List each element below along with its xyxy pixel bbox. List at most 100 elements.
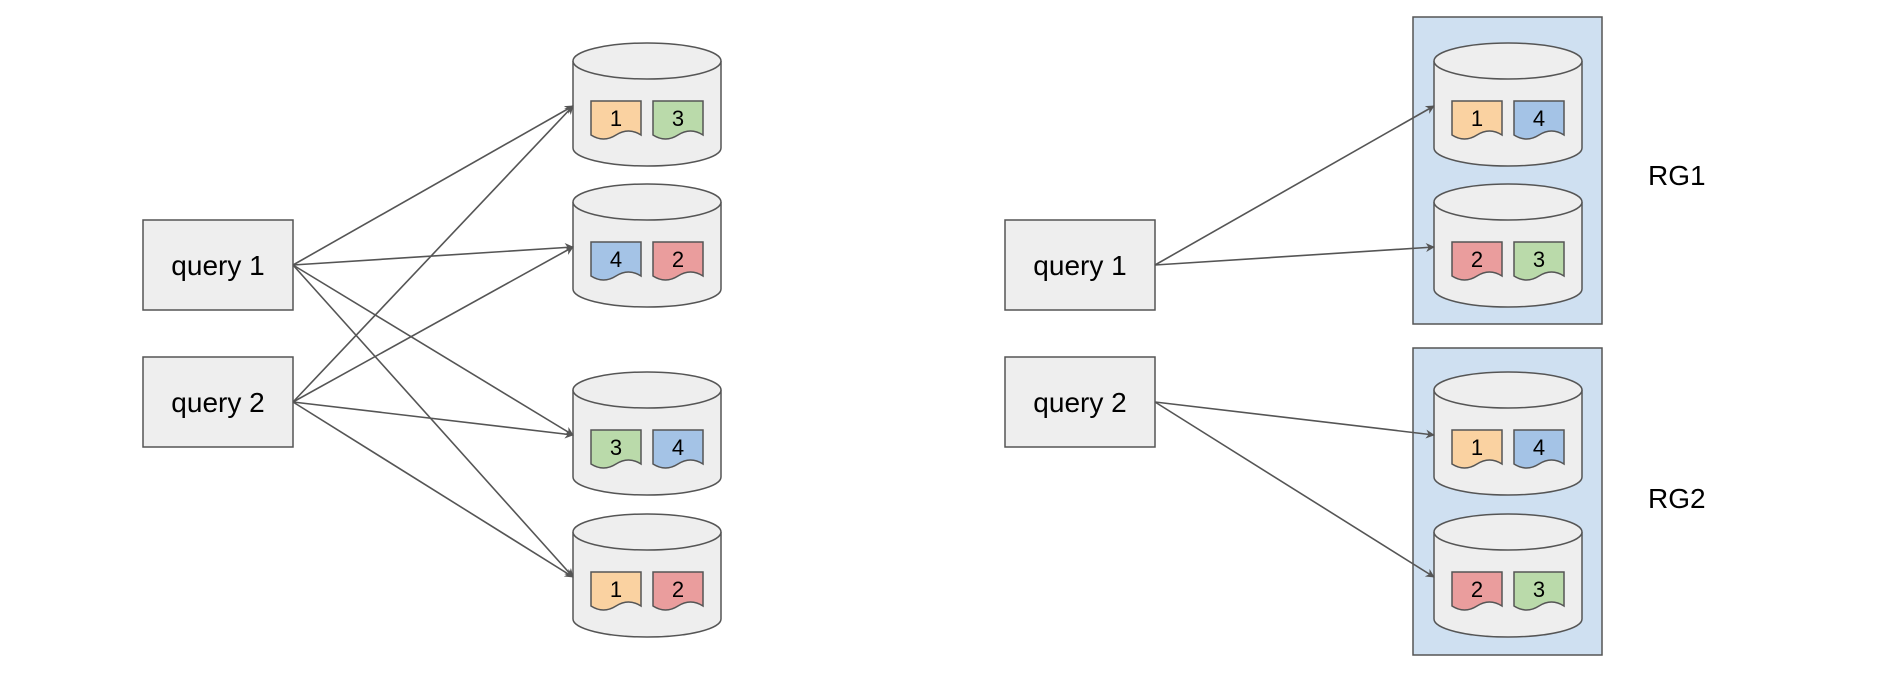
shard-label: 3 xyxy=(1533,577,1545,602)
left-edge-q2-n4 xyxy=(292,401,574,578)
right-rg1-database-node-2 xyxy=(1433,183,1583,308)
shard-shape xyxy=(1513,429,1565,469)
database-body xyxy=(1433,532,1583,638)
database-nodes-layer: 1 3 4 2 3 4 1 2 1 4 2 3 1 4 2 3 xyxy=(572,42,1583,638)
shard-label: 4 xyxy=(672,435,684,460)
database-top xyxy=(1433,42,1583,80)
query-box xyxy=(1004,356,1156,448)
database-body xyxy=(572,390,722,496)
query-box xyxy=(142,219,294,311)
shard-label: 4 xyxy=(1533,435,1545,460)
queries-layer: query 1 query 2 query 1 query 2 xyxy=(142,219,1156,448)
shard-shape xyxy=(590,100,642,140)
shard-shape xyxy=(652,241,704,281)
database-top xyxy=(572,371,722,409)
shard-document-1: 1 xyxy=(1451,100,1503,140)
database-body xyxy=(572,61,722,167)
shard-document-4: 4 xyxy=(590,241,642,281)
replica-group-label: RG2 xyxy=(1648,483,1706,514)
shard-shape xyxy=(590,429,642,469)
database-body xyxy=(1433,390,1583,496)
right-rg2-database-node-1 xyxy=(1433,371,1583,496)
shard-label: 3 xyxy=(610,435,622,460)
shard-document-3: 3 xyxy=(1513,241,1565,281)
query-label: query 1 xyxy=(1033,250,1126,281)
shard-document-4: 4 xyxy=(1513,429,1565,469)
shard-label: 1 xyxy=(610,577,622,602)
shard-shape xyxy=(652,100,704,140)
shard-document-4: 4 xyxy=(1513,100,1565,140)
left-edge-q2-n1 xyxy=(292,105,574,403)
shard-shape xyxy=(1513,241,1565,281)
database-top xyxy=(572,183,722,221)
database-top xyxy=(1433,513,1583,551)
right-edge-q1-rg1-n1 xyxy=(1154,105,1435,266)
shard-label: 2 xyxy=(1471,577,1483,602)
shard-document-3: 3 xyxy=(652,100,704,140)
shard-document-1: 1 xyxy=(1451,429,1503,469)
shard-document-2: 2 xyxy=(1451,571,1503,611)
right-edge-q2-rg2-n2 xyxy=(1154,401,1435,578)
shard-label: 4 xyxy=(610,247,622,272)
edges-layer xyxy=(292,105,1435,578)
right-edge-q2-rg2-n1 xyxy=(1154,401,1435,439)
query-label: query 1 xyxy=(171,250,264,281)
database-body xyxy=(572,532,722,638)
shard-label: 1 xyxy=(1471,106,1483,131)
shard-shape xyxy=(652,429,704,469)
shard-label: 2 xyxy=(672,577,684,602)
left-database-node-2 xyxy=(572,183,722,308)
right-rg2-database-node-2 xyxy=(1433,513,1583,638)
left-edge-q2-n3 xyxy=(292,401,574,439)
left-edge-q2-n2 xyxy=(292,246,574,403)
shard-shape xyxy=(1513,100,1565,140)
database-top xyxy=(1433,183,1583,221)
query-label: query 2 xyxy=(171,387,264,418)
shard-shape xyxy=(1451,429,1503,469)
right-edge-q1-rg1-n2 xyxy=(1154,243,1435,266)
shard-document-1: 1 xyxy=(590,100,642,140)
right-rg1-database-node-1 xyxy=(1433,42,1583,167)
database-top xyxy=(1433,371,1583,409)
shard-document-4: 4 xyxy=(652,429,704,469)
database-top xyxy=(572,513,722,551)
shard-label: 1 xyxy=(1471,435,1483,460)
shard-label: 2 xyxy=(672,247,684,272)
left-database-node-3 xyxy=(572,371,722,496)
shard-document-2: 2 xyxy=(1451,241,1503,281)
shard-label: 3 xyxy=(1533,247,1545,272)
shard-shape xyxy=(1451,571,1503,611)
left-edge-q1-n1 xyxy=(292,105,574,266)
shard-shape xyxy=(1513,571,1565,611)
shard-shape xyxy=(1451,100,1503,140)
database-body xyxy=(1433,61,1583,167)
database-top xyxy=(572,42,722,80)
left-query-1: query 1 xyxy=(142,219,294,311)
shard-label: 4 xyxy=(1533,106,1545,131)
shard-document-2: 2 xyxy=(652,241,704,281)
query-box xyxy=(142,356,294,448)
shard-document-3: 3 xyxy=(590,429,642,469)
shard-shape xyxy=(590,241,642,281)
shard-shape xyxy=(1451,241,1503,281)
shard-shape xyxy=(590,571,642,611)
left-query-2: query 2 xyxy=(142,356,294,448)
left-edge-q1-n2 xyxy=(292,243,574,266)
query-box xyxy=(1004,219,1156,311)
query-label: query 2 xyxy=(1033,387,1126,418)
shard-document-1: 1 xyxy=(590,571,642,611)
shard-label: 3 xyxy=(672,106,684,131)
replica-group-label: RG1 xyxy=(1648,160,1706,191)
database-body xyxy=(572,202,722,308)
left-edge-q1-n3 xyxy=(292,264,574,436)
shard-shape xyxy=(652,571,704,611)
right-query-1: query 1 xyxy=(1004,219,1156,311)
shard-document-3: 3 xyxy=(1513,571,1565,611)
right-query-2: query 2 xyxy=(1004,356,1156,448)
left-database-node-1 xyxy=(572,42,722,167)
left-database-node-4 xyxy=(572,513,722,638)
left-edge-q1-n4 xyxy=(292,264,574,578)
shard-label: 2 xyxy=(1471,247,1483,272)
shard-document-2: 2 xyxy=(652,571,704,611)
